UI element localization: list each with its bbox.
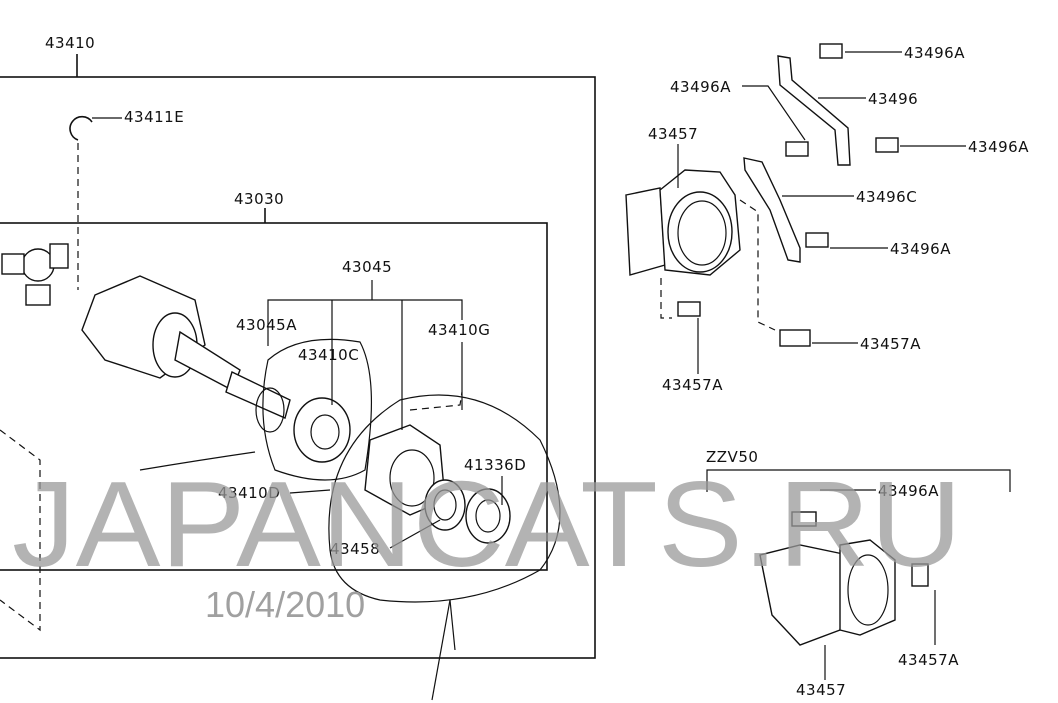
label-43045: 43045 — [342, 258, 392, 276]
cv-joint-shaft-part — [81, 275, 291, 419]
label-zzv50-43457: 43457 — [796, 681, 846, 699]
snap-ring-part — [69, 115, 122, 290]
zzv50-bracket-part — [759, 489, 936, 680]
stay-43496C-part — [743, 157, 854, 263]
label-43496a-top: 43496A — [904, 44, 965, 62]
label-zzv50-43496a: 43496A — [878, 482, 939, 500]
label-43496c: 43496C — [856, 188, 917, 206]
label-43457: 43457 — [648, 125, 698, 143]
assembly-43030-frame — [0, 222, 548, 571]
label-43410g: 43410G — [428, 321, 490, 339]
bearing-part — [255, 338, 373, 481]
label-43045a: 43045A — [236, 316, 297, 334]
label-43411e: 43411E — [124, 108, 184, 126]
assembly-43410-frame — [0, 76, 596, 659]
label-43457a-left: 43457A — [662, 376, 723, 394]
label-41336d: 41336D — [464, 456, 526, 474]
label-zzv50-43457a: 43457A — [898, 651, 959, 669]
bracket-housing-part — [139, 391, 561, 701]
watermark: JAPANCATS.RU — [12, 456, 962, 592]
label-43496: 43496 — [868, 90, 918, 108]
label-43457a-right: 43457A — [860, 335, 921, 353]
label-43410: 43410 — [45, 34, 95, 52]
label-43496a-left: 43496A — [670, 78, 731, 96]
date-stamp: 10/4/2010 — [205, 584, 365, 625]
label-zzv50: ZZV50 — [706, 448, 758, 466]
bearing-bracket-43457-part — [625, 144, 776, 331]
label-43410d: 43410D — [218, 484, 280, 502]
label-43496a-mid: 43496A — [890, 240, 951, 258]
bolts — [677, 43, 966, 374]
label-43410c: 43410C — [298, 346, 359, 364]
label-43458: 43458 — [330, 540, 380, 558]
label-43496a-right: 43496A — [968, 138, 1029, 156]
tripod-joint-part — [1, 243, 69, 306]
stay-43496-part — [777, 55, 866, 166]
label-43030: 43030 — [234, 190, 284, 208]
